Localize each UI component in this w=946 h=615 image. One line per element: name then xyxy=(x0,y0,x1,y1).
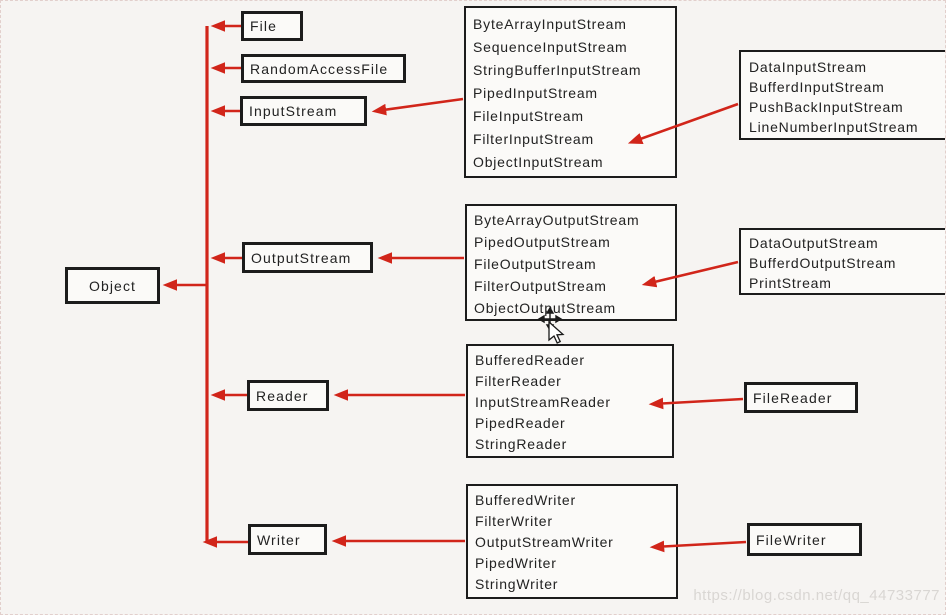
pointer-arrow-icon xyxy=(548,320,565,344)
subclass-item: PipedWriter xyxy=(475,555,557,571)
class-label: FileWriter xyxy=(756,531,827,548)
class-box-reader: Reader xyxy=(247,380,329,411)
subclass-item: StringReader xyxy=(475,436,568,452)
class-box-filereader: FileReader xyxy=(744,382,858,413)
subclass-item: FilterReader xyxy=(475,373,562,389)
subclass-item: PipedInputStream xyxy=(473,85,598,101)
class-label: RandomAccessFile xyxy=(250,60,389,77)
subclass-list-filteroutputstream: DataOutputStream BufferdOutputStream Pri… xyxy=(739,228,945,295)
subclass-item: FilterWriter xyxy=(475,513,553,529)
class-label: Reader xyxy=(256,387,309,404)
subclass-item: LineNumberInputStream xyxy=(749,119,919,135)
subclass-item: ByteArrayOutputStream xyxy=(474,212,640,228)
class-box-file: File xyxy=(241,11,303,41)
subclass-list-outputstream: ByteArrayOutputStream PipedOutputStream … xyxy=(465,204,677,321)
subclass-item: ObjectOutputStream xyxy=(474,300,617,316)
class-label: Object xyxy=(88,277,137,294)
subclass-item: PrintStream xyxy=(749,275,832,291)
watermark-url: https://blog.csdn.net/qq_44733777 xyxy=(693,587,940,604)
subclass-item: DataOutputStream xyxy=(749,235,879,251)
subclass-list-writer: BufferedWriter FilterWriter OutputStream… xyxy=(466,484,678,599)
subclass-item: ObjectInputStream xyxy=(473,154,604,170)
class-box-object: Object xyxy=(65,267,160,304)
class-box-filewriter: FileWriter xyxy=(747,523,862,556)
subclass-item: InputStreamReader xyxy=(475,394,611,410)
subclass-item: OutputStreamWriter xyxy=(475,534,614,550)
subclass-item: BufferedWriter xyxy=(475,492,576,508)
subclass-item: PipedReader xyxy=(475,415,566,431)
class-box-inputstream: InputStream xyxy=(240,96,367,126)
subclass-item: StringWriter xyxy=(475,576,559,592)
subclass-list-filterinputstream: DataInputStream BufferdInputStream PushB… xyxy=(739,50,945,140)
class-label: FileReader xyxy=(753,389,833,406)
class-label: InputStream xyxy=(249,103,338,119)
subclass-item: BufferdInputStream xyxy=(749,79,885,95)
class-label: Writer xyxy=(257,531,301,548)
subclass-item: PipedOutputStream xyxy=(474,234,611,250)
class-box-randomaccessfile: RandomAccessFile xyxy=(241,54,406,83)
subclass-item: BufferdOutputStream xyxy=(749,255,897,271)
subclass-item: FileOutputStream xyxy=(474,256,597,272)
class-label: File xyxy=(250,18,277,34)
subclass-list-inputstream: ByteArrayInputStream SequenceInputStream… xyxy=(464,6,677,178)
mouse-cursor xyxy=(537,306,565,344)
subclass-item: FilterInputStream xyxy=(473,131,594,147)
subclass-item: DataInputStream xyxy=(749,59,867,75)
arrow-inputsubs-to-inputstream xyxy=(371,97,464,116)
subclass-item: SequenceInputStream xyxy=(473,39,628,55)
class-box-outputstream: OutputStream xyxy=(242,242,373,273)
class-label: OutputStream xyxy=(251,249,352,266)
subclass-item: FilterOutputStream xyxy=(474,278,607,294)
class-box-writer: Writer xyxy=(248,524,327,555)
subclass-item: FileInputStream xyxy=(473,108,584,124)
subclass-list-reader: BufferedReader FilterReader InputStreamR… xyxy=(466,344,674,458)
subclass-item: StringBufferInputStream xyxy=(473,62,642,78)
subclass-item: BufferedReader xyxy=(475,352,585,368)
subclass-item: ByteArrayInputStream xyxy=(473,16,627,32)
subclass-item: PushBackInputStream xyxy=(749,99,904,115)
